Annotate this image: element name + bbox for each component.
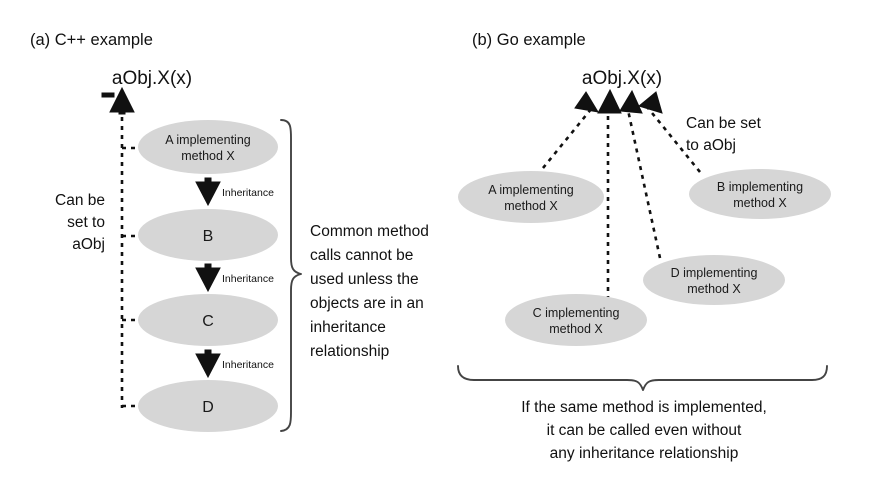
panel-b-arrowhead-c — [597, 88, 622, 114]
panel-a-title: (a) C++ example — [30, 31, 153, 49]
panel-a-left-note-line3: aObj — [72, 236, 105, 253]
panel-a-right-note-line3: used unless the — [310, 271, 419, 288]
panel-b-arrowhead-b — [637, 91, 663, 114]
panel-b-node-c: C implementing method X — [505, 294, 647, 346]
panel-b-call-label: aObj.X(x) — [582, 68, 662, 89]
panel-a-node-a: A implementing method X — [138, 120, 278, 174]
panel-a-node-a-line1: A implementing — [165, 133, 251, 147]
panel-b-node-b-ellipse — [689, 169, 831, 219]
panel-b-right-note-line2: to aObj — [686, 137, 736, 154]
panel-a-node-c: C — [138, 294, 278, 346]
panel-a-group: (a) C++ example aObj.X(x) A implementing… — [30, 31, 429, 432]
panel-b-node-a-line1: A implementing — [488, 183, 574, 197]
panel-a-node-b-label: B — [203, 228, 214, 245]
panel-b-arrowhead-d — [619, 89, 643, 114]
panel-b-node-b-line1: B implementing — [717, 180, 803, 194]
panel-b-node-a: A implementing method X — [458, 171, 604, 223]
panel-b-edge-d — [626, 109, 662, 259]
panel-a-edge-label-3: Inheritance — [222, 359, 274, 371]
panel-a-node-c-ellipse — [138, 294, 278, 346]
panel-b-title: (b) Go example — [472, 31, 586, 49]
panel-b-arrowhead-a — [574, 91, 599, 113]
panel-b-node-b-line2: method X — [733, 196, 787, 210]
panel-a-edge-label-1: Inheritance — [222, 187, 274, 199]
panel-a-node-d: D — [138, 380, 278, 432]
panel-a-left-note-line2: set to — [67, 214, 105, 231]
panel-b-brace — [457, 365, 828, 391]
panel-b-node-d: D implementing method X — [643, 255, 785, 305]
panel-a-arrow-b-c — [195, 263, 221, 293]
panel-b-arrowheads — [574, 88, 663, 114]
panel-b-node-d-line2: method X — [687, 282, 741, 296]
panel-a-arrow-a-b — [195, 177, 221, 207]
panel-b-node-c-line2: method X — [549, 322, 603, 336]
panel-b-bottom-note-line3: any inheritance relationship — [550, 445, 739, 462]
panel-b-right-note-line1: Can be set — [686, 115, 762, 132]
panel-b-node-d-ellipse — [643, 255, 785, 305]
panel-b-node-d-line1: D implementing — [671, 266, 758, 280]
panel-a-node-c-label: C — [202, 313, 214, 330]
panel-a-right-note-line2: calls cannot be — [310, 247, 413, 264]
panel-a-node-a-line2: method X — [181, 149, 235, 163]
panel-b-node-c-line1: C implementing — [533, 306, 620, 320]
panel-a-node-b: B — [138, 209, 278, 261]
panel-a-brace — [280, 119, 302, 432]
panel-a-edge-label-2: Inheritance — [222, 273, 274, 285]
panel-a-node-b-ellipse — [138, 209, 278, 261]
panel-a-node-a-ellipse — [138, 120, 278, 174]
panel-b-node-a-line2: method X — [504, 199, 558, 213]
panel-b-edge-a — [541, 107, 594, 169]
panel-a-right-note-line5: inheritance — [310, 319, 386, 336]
panel-a-return-arrow — [101, 86, 135, 115]
panel-a-right-note-line6: relationship — [310, 343, 389, 360]
panel-a-left-note-line1: Can be — [55, 192, 105, 209]
panel-a-right-note-line4: objects are in an — [310, 295, 424, 312]
panel-a-right-note-line1: Common method — [310, 223, 429, 240]
panel-a-call-label: aObj.X(x) — [112, 68, 192, 89]
panel-a-node-d-ellipse — [138, 380, 278, 432]
panel-b-node-c-ellipse — [505, 294, 647, 346]
panel-a-node-d-label: D — [202, 399, 214, 416]
panel-a-arrow-c-d — [195, 349, 221, 379]
panel-b-node-a-ellipse — [458, 171, 604, 223]
panel-b-bottom-note-line1: If the same method is implemented, — [521, 399, 767, 416]
panel-b-bottom-note-line2: it can be called even without — [547, 422, 742, 439]
panel-b-node-b: B implementing method X — [689, 169, 831, 219]
panel-b-group: (b) Go example aObj.X(x) A implementing … — [457, 31, 831, 462]
